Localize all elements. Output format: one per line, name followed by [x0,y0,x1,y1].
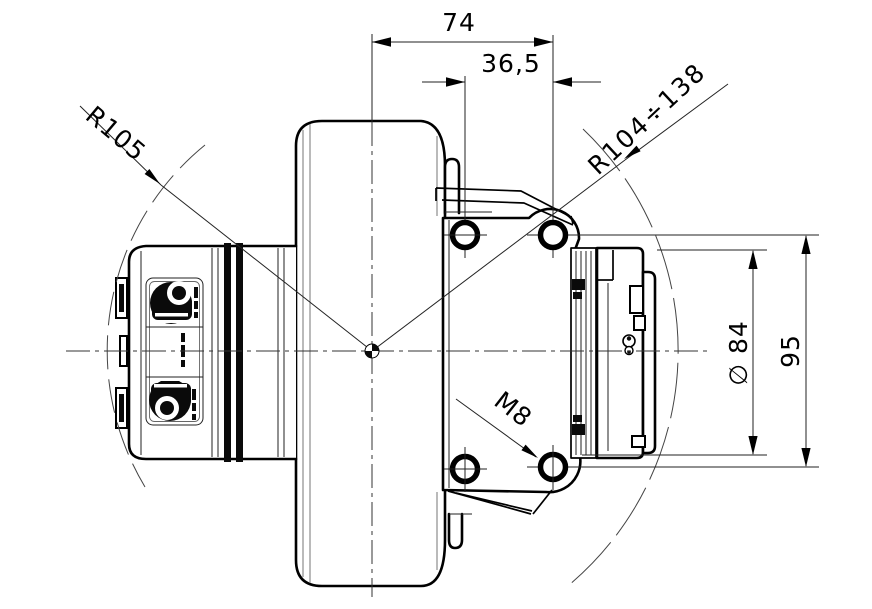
stack-spring [572,279,585,290]
arrowhead [553,77,572,87]
bracket-upright-bottom [447,512,464,550]
radial-line [160,184,373,352]
connector-top [150,281,198,324]
arrowhead [534,37,553,47]
arrowhead [801,235,811,254]
dim-label-36-5: 36,5 [481,49,541,78]
center-mark [364,343,380,359]
arrowhead [748,250,758,269]
housing-lug [631,435,646,448]
dim-label-r104-138: R104÷138 [582,57,711,180]
dim-label-r105: R105 [80,100,152,167]
leader-line [624,83,729,161]
arrowhead [144,169,160,184]
arrowhead [446,77,465,87]
arrowhead [624,145,641,159]
arrowhead [801,448,811,467]
gusset-edge [455,492,533,512]
swing-arc-left [106,144,206,488]
stack-spring [573,415,582,422]
housing-lug [633,315,646,331]
gusset-edge [532,489,553,515]
top-bracket [435,157,574,226]
stack-spring [573,292,582,299]
bolt-hole-top-right [537,219,569,251]
motor-tab-slot [119,284,124,312]
arrowhead [372,37,391,47]
bolt-holes [444,219,569,492]
motor-housing [115,243,298,462]
bottom-bracket [447,489,553,550]
flange-band [236,243,243,462]
connector-label-marks [192,414,196,420]
bracket-cover-end [570,215,574,225]
connector-label-marks [194,287,198,298]
connector-label-marks [194,312,198,318]
dimension-diameter-84 [582,249,767,456]
bracket-cover-edge [435,187,572,218]
panel-label-marks [181,333,185,342]
arrowhead [521,444,538,458]
radius-leader-r104-138 [371,83,729,352]
brake-stack [570,247,597,459]
swing-arc-right [568,128,679,586]
dimension-95 [527,234,819,468]
thread-leader-m8 [455,398,538,458]
housing-lug [629,285,644,314]
connector-bottom [149,378,196,421]
leader-line [455,398,537,458]
stack-spring [572,424,585,435]
connector-label-marks [192,403,196,411]
brake-unit [570,246,657,460]
brake-housing [595,246,657,460]
brake-end-slab [641,270,657,455]
connector-label-marks [194,301,198,309]
dim-label-74: 74 [442,8,476,37]
radius-leader-r105 [79,105,373,352]
dim-label-diameter-84: ∅ 84 [724,320,753,386]
bleed-screw [622,334,636,356]
flange-band [224,243,231,462]
bracket-cover-edge [441,199,574,226]
connector-label-marks [192,389,196,400]
dim-label-95: 95 [776,334,805,368]
bracket-upright-top [443,157,461,215]
arrowhead [748,436,758,455]
motor-tab-slot [119,394,124,422]
radial-line [371,159,626,352]
panel-label-marks [181,360,185,367]
